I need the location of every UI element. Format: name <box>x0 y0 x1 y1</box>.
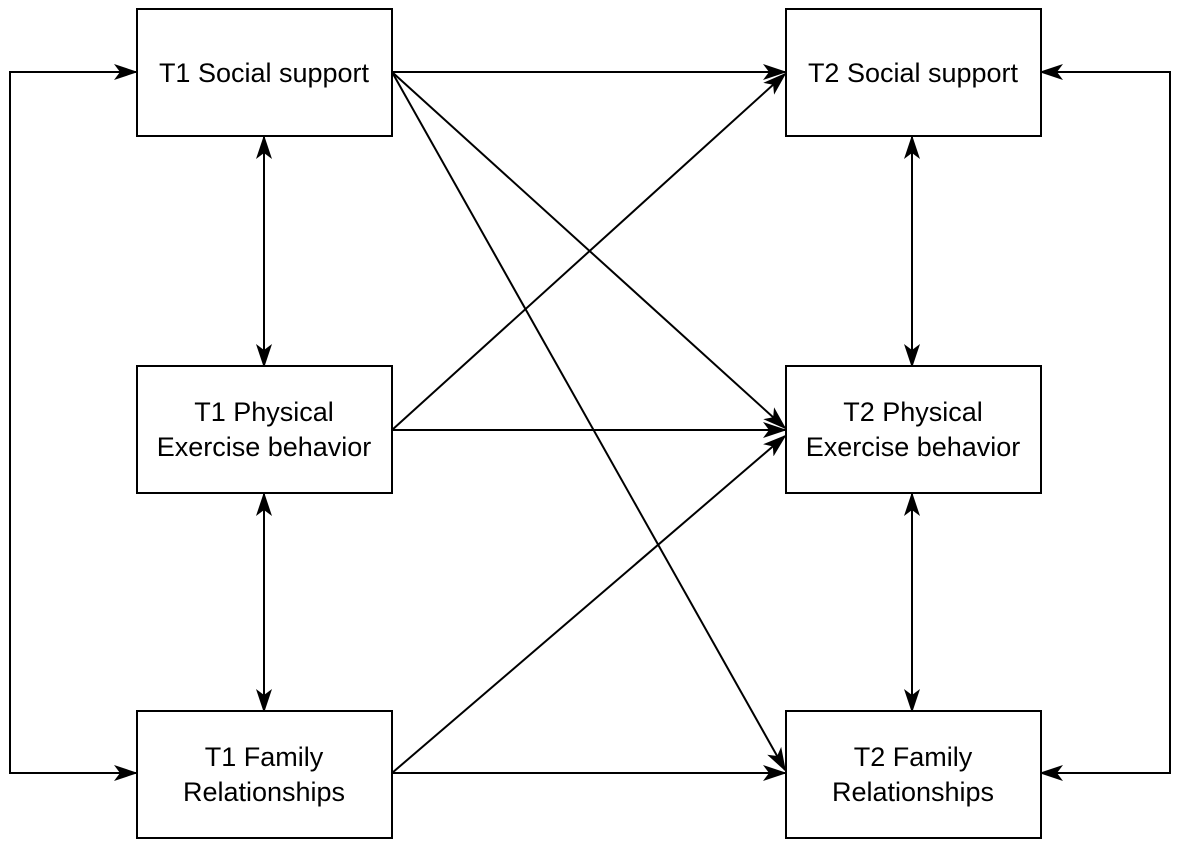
node-t2-physical-exercise-behavior: T2 Physical Exercise behavior <box>785 365 1042 494</box>
node-label-line-1: T1 Physical <box>194 397 334 427</box>
node-label-line-2: Relationships <box>183 777 345 807</box>
node-label-line-2: Exercise behavior <box>806 432 1021 462</box>
edge-t1-social-to-t2-physical <box>391 71 787 430</box>
node-label-line-1: T2 Physical <box>843 397 983 427</box>
edge-t1-social-family-covariance <box>9 64 138 781</box>
node-label-line-1: T1 Family <box>205 742 324 772</box>
edge-t2-social-family-covariance <box>1039 64 1171 781</box>
node-label-line-1: T2 Social support <box>808 58 1019 88</box>
node-t2-social-support: T2 Social support <box>785 8 1042 137</box>
node-t1-family-relationships: T1 Family Relationships <box>136 710 393 839</box>
edge-t1-social-to-t2-family <box>391 71 786 772</box>
node-label-line-1: T1 Social support <box>159 58 370 88</box>
edge-t1-family-to-t2-physical <box>391 434 787 774</box>
node-label-line-2: Exercise behavior <box>157 432 372 462</box>
node-label-line-1: T2 Family <box>854 742 973 772</box>
node-label-line-2: Relationships <box>832 777 994 807</box>
node-t1-physical-exercise-behavior: T1 Physical Exercise behavior <box>136 365 393 494</box>
node-t1-social-support: T1 Social support <box>136 8 393 137</box>
edge-t1-physical-to-t2-social <box>391 72 787 431</box>
node-t2-family-relationships: T2 Family Relationships <box>785 710 1042 839</box>
